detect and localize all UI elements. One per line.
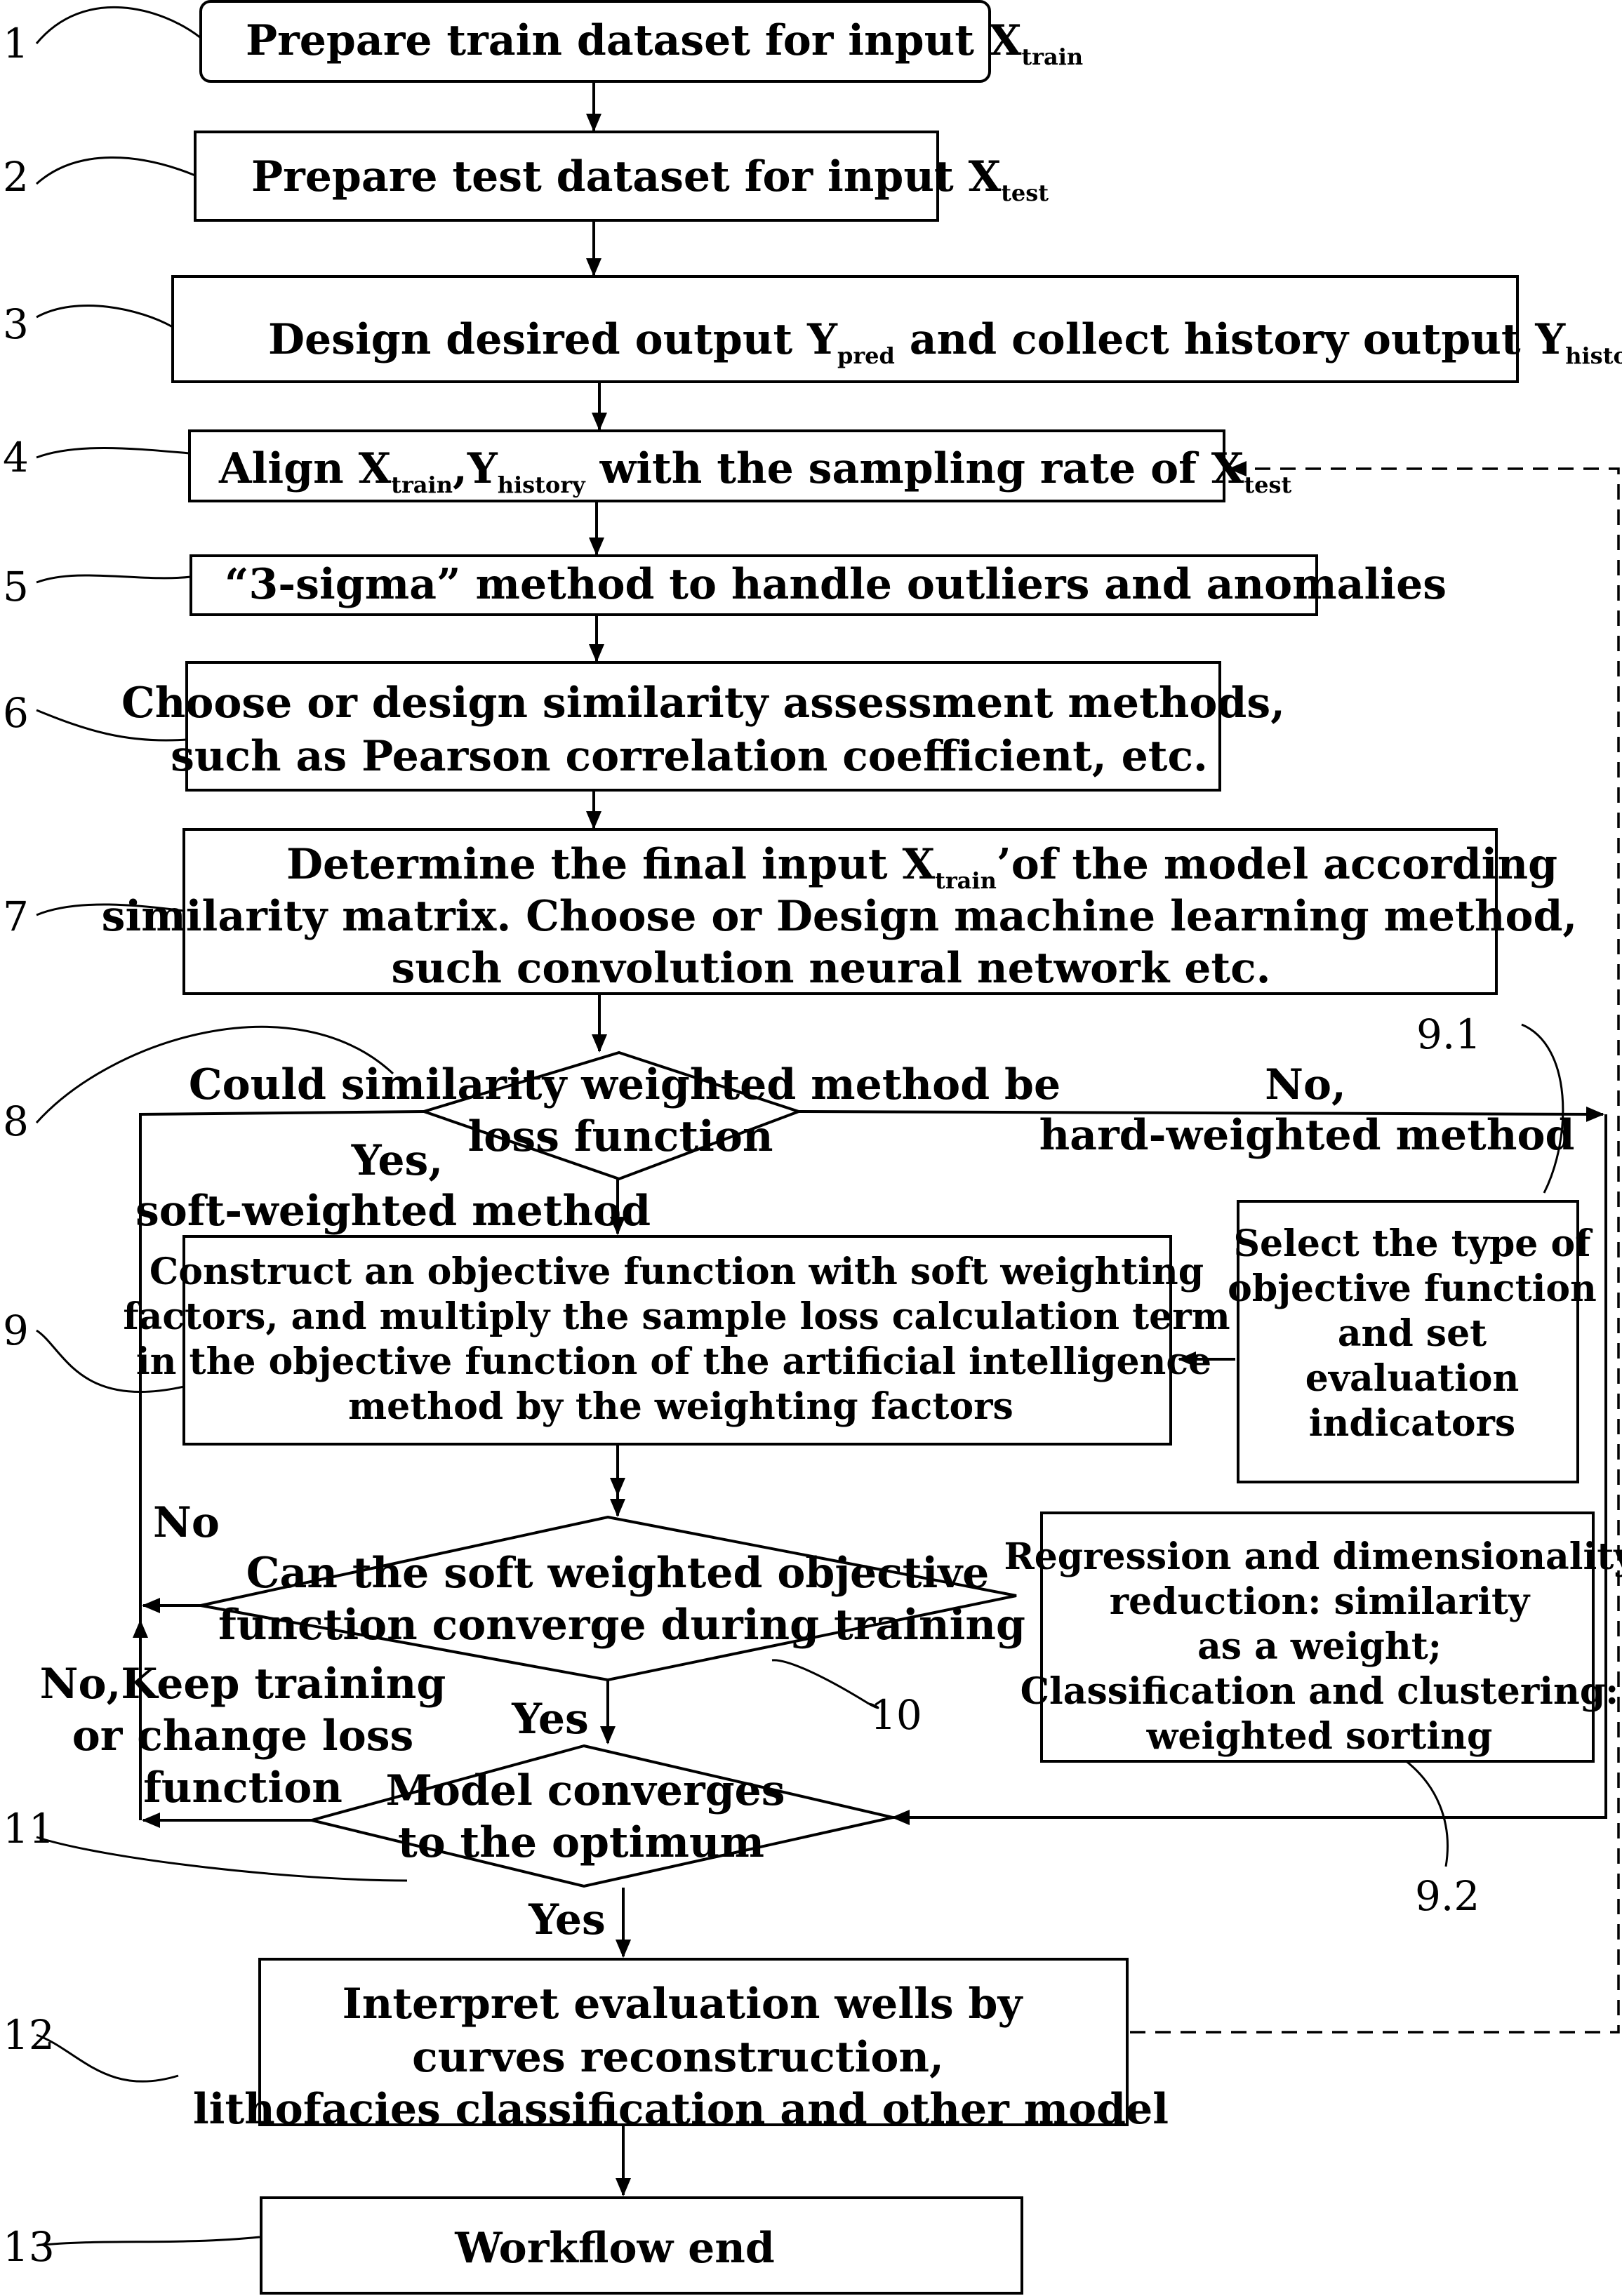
number-leaders bbox=[35, 6, 1564, 2247]
svg-text:objective function: objective function bbox=[1228, 1267, 1597, 1310]
svg-text:and set: and set bbox=[1338, 1312, 1487, 1355]
svg-text:hard-weighted method: hard-weighted method bbox=[1039, 1111, 1575, 1160]
step-7-box: Determine the final input Xtrain’of the … bbox=[102, 828, 1578, 995]
svg-text:similarity matrix. Choose or D: similarity matrix. Choose or Design mach… bbox=[102, 892, 1578, 941]
svg-text:weighted sorting: weighted sorting bbox=[1146, 1715, 1493, 1758]
svg-text:Interpret evaluation wells by: Interpret evaluation wells by bbox=[343, 1980, 1024, 2029]
svg-text:No: No bbox=[153, 1498, 220, 1547]
step-1-box: Prepare train dataset for input Xtrain bbox=[199, 0, 1083, 83]
svg-text:in the objective function of: in the objective function of the artific… bbox=[136, 1340, 1211, 1383]
step-5-box: “3-sigma” method to handle outliers and … bbox=[190, 554, 1447, 616]
step-number: 10 bbox=[870, 1691, 922, 1739]
svg-text:such convolution neural networ: such convolution neural network etc. bbox=[391, 944, 1270, 993]
step-number: 11 bbox=[3, 1805, 55, 1853]
step-9-1-box: Select the type of objective function an… bbox=[1228, 1200, 1597, 1483]
svg-text:factors, and multiply the samp: factors, and multiply the sample loss ca… bbox=[123, 1295, 1230, 1338]
svg-text:“3-sigma” method to handle ou: “3-sigma” method to handle outliers and … bbox=[225, 560, 1447, 609]
step-number: 4 bbox=[3, 434, 29, 481]
svg-text:curves reconstruction,: curves reconstruction, bbox=[412, 2033, 944, 2082]
flow-connectors bbox=[586, 83, 631, 2196]
svg-text:to the optimum: to the optimum bbox=[398, 1818, 764, 1867]
step-number: 3 bbox=[3, 300, 29, 348]
svg-text:Workflow end: Workflow end bbox=[454, 2224, 775, 2273]
step-11-decision: Model converges to the optimum bbox=[311, 1744, 893, 1888]
step-4-box: Align Xtrain,Yhistory with the sampling … bbox=[188, 429, 1292, 502]
step-number-labels: 1 2 3 4 5 6 7 8 9 10 11 12 13 9.1 9.2 bbox=[3, 20, 1481, 2271]
loop-connectors bbox=[133, 461, 1620, 2034]
svg-text:Align Xtrain,Yhistory with the: Align Xtrain,Yhistory with the sampling … bbox=[218, 444, 1292, 498]
step-number: 6 bbox=[3, 689, 29, 737]
svg-text:Prepare test dataset for input: Prepare test dataset for input Xtest bbox=[251, 152, 1049, 206]
step-6-box: Choose or design similarity assessment m… bbox=[121, 661, 1285, 792]
svg-text:Determine the final input Xtra: Determine the final input Xtrain’of the … bbox=[286, 840, 1557, 894]
svg-text:Regression and dimensionality: Regression and dimensionality bbox=[1004, 1535, 1622, 1578]
svg-text:or change loss: or change loss bbox=[72, 1711, 414, 1761]
svg-text:Yes: Yes bbox=[511, 1695, 589, 1744]
svg-text:Prepare train dataset for inpu: Prepare train dataset for input Xtrain bbox=[246, 16, 1083, 70]
svg-text:soft-weighted method: soft-weighted method bbox=[135, 1187, 651, 1236]
step-number: 13 bbox=[3, 2223, 55, 2271]
step-number: 7 bbox=[3, 893, 29, 940]
svg-text:Classification and clustering:: Classification and clustering: bbox=[1021, 1670, 1619, 1713]
svg-text:loss function: loss function bbox=[468, 1112, 773, 1161]
step-8-decision: Could similarity weighted method be loss… bbox=[189, 1050, 1061, 1181]
svg-text:Choose or design similarity as: Choose or design similarity assessment m… bbox=[121, 679, 1285, 728]
step-number: 1 bbox=[3, 20, 29, 67]
step-10-decision: Can the soft weighted objective function… bbox=[200, 1515, 1025, 1682]
svg-text:lithofacies classification and: lithofacies classification and other mod… bbox=[193, 2085, 1169, 2134]
svg-text:reduction: similarity: reduction: similarity bbox=[1110, 1580, 1531, 1623]
step-12-box: Interpret evaluation wells by curves rec… bbox=[193, 1958, 1169, 2134]
svg-text:method by the weighting facto: method by the weighting factors bbox=[348, 1385, 1013, 1428]
step-number: 9.1 bbox=[1416, 1010, 1481, 1058]
svg-text:Could similarity weighted meth: Could similarity weighted method be bbox=[189, 1060, 1061, 1109]
step-2-box: Prepare test dataset for input Xtest bbox=[194, 131, 1049, 222]
svg-text:Yes,: Yes, bbox=[351, 1136, 443, 1185]
step-number: 5 bbox=[3, 563, 29, 610]
svg-text:function: function bbox=[143, 1763, 343, 1813]
svg-text:Design desired output Ypred an: Design desired output Ypred and collect … bbox=[268, 315, 1622, 369]
svg-text:Yes: Yes bbox=[528, 1895, 606, 1944]
step-number: 12 bbox=[3, 2011, 55, 2059]
step-number: 9 bbox=[3, 1307, 29, 1354]
svg-text:function converge during train: function converge during training bbox=[218, 1601, 1025, 1650]
step-3-box: Design desired output Ypred and collect … bbox=[171, 275, 1622, 383]
svg-text:Construct an objective functio: Construct an objective function with sof… bbox=[149, 1250, 1204, 1293]
step-9-box: Construct an objective function with sof… bbox=[123, 1235, 1230, 1446]
svg-text:No,: No, bbox=[1265, 1060, 1346, 1109]
svg-text:No,Keep training: No,Keep training bbox=[40, 1660, 446, 1709]
step-13-box: Workflow end bbox=[260, 2196, 1023, 2295]
step-9-2-box: Regression and dimensionality reduction:… bbox=[1004, 1511, 1622, 1763]
svg-text:as a weight;: as a weight; bbox=[1197, 1625, 1442, 1668]
svg-text:Model converges: Model converges bbox=[386, 1766, 785, 1815]
branch-labels: Yes, soft-weighted method No, hard-weigh… bbox=[40, 1060, 1575, 1944]
step-number: 8 bbox=[3, 1097, 29, 1145]
svg-text:Select the type of: Select the type of bbox=[1233, 1222, 1593, 1265]
svg-text:indicators: indicators bbox=[1309, 1402, 1515, 1445]
svg-text:such as Pearson correlation co: such as Pearson correlation coefficient,… bbox=[171, 732, 1208, 781]
svg-text:Can the soft weighted objectiv: Can the soft weighted objective bbox=[246, 1549, 990, 1598]
step-number: 9.2 bbox=[1415, 1872, 1480, 1920]
svg-text:evaluation: evaluation bbox=[1305, 1357, 1520, 1400]
step-number: 2 bbox=[3, 153, 29, 201]
